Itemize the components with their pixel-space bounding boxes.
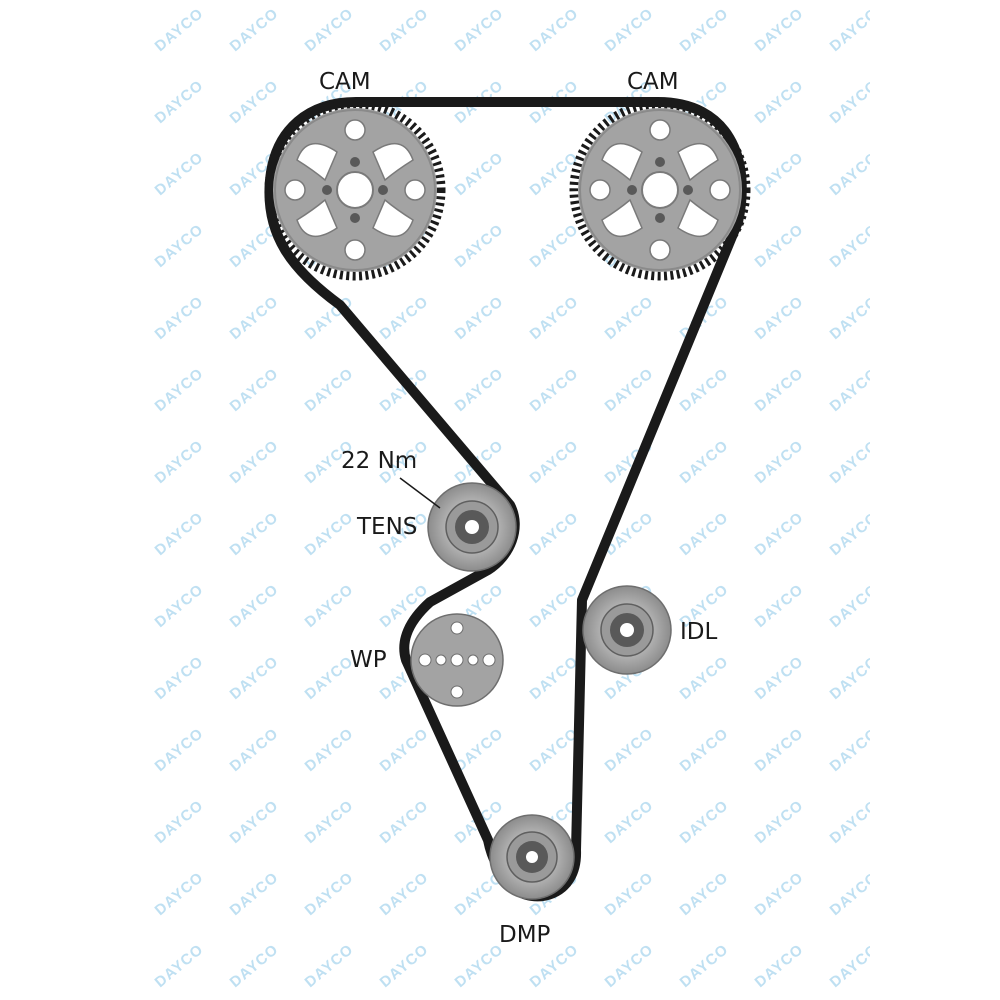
damper-pulley xyxy=(489,814,575,900)
cam-sprocket-right xyxy=(569,99,751,281)
idler-pulley xyxy=(582,585,672,675)
label-water-pump: WP xyxy=(350,647,387,673)
label-tensioner-torque: 22 Nm xyxy=(341,448,418,474)
label-cam-right: CAM xyxy=(627,69,679,95)
label-cam-left: CAM xyxy=(319,69,371,95)
label-tensioner: TENS xyxy=(357,514,418,540)
cam-sprocket-left xyxy=(264,99,446,281)
label-damper: DMP xyxy=(499,922,551,948)
torque-leader-line xyxy=(399,477,441,509)
water-pump-pulley xyxy=(410,613,504,707)
label-idler: IDL xyxy=(680,619,718,645)
tensioner-pulley xyxy=(427,482,517,572)
